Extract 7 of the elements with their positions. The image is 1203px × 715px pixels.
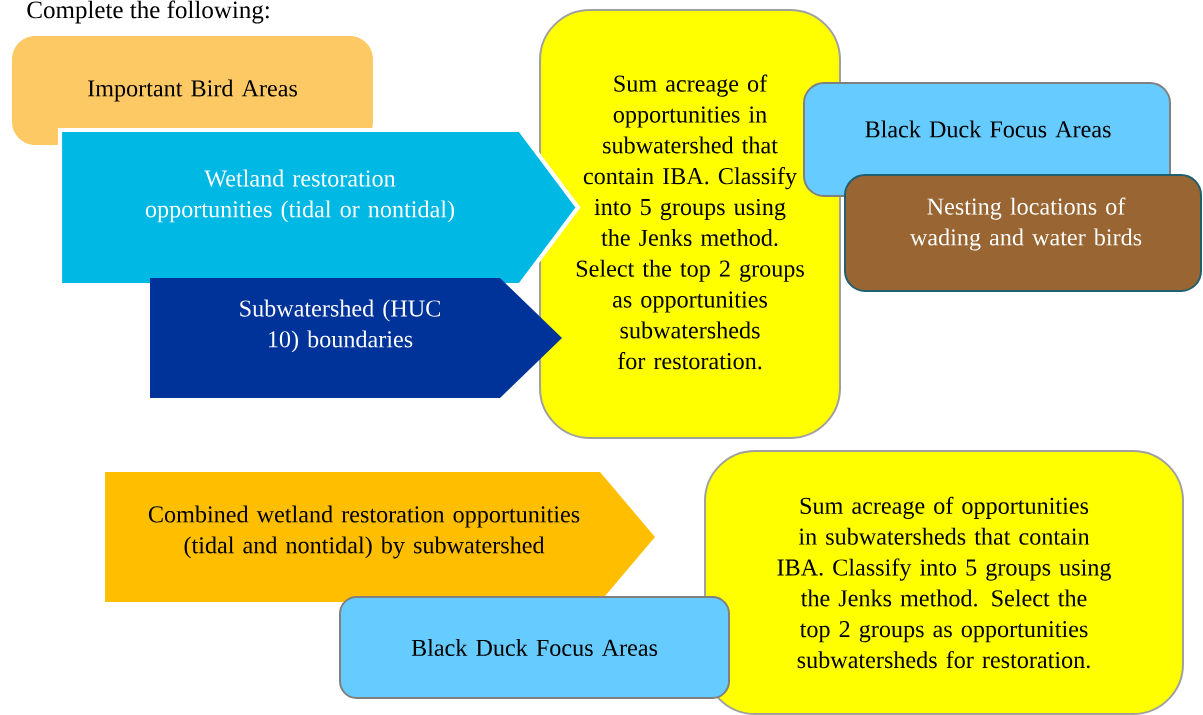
rounded-box: Black Duck Focus Areas [339,596,730,699]
pentagon-arrow-box: Combined wetland restoration opportunities (tidal and nontidal) by subwatershed [105,472,655,602]
heading: Complete the following: [27,0,269,24]
rounded-box: Sum acreage of opportunities in subwatershed that contain IBA. Classify into 5 groups using the Jenks method. Select the top 2 groups as opportunities subwatersheds for restoration. [539,9,841,439]
rounded-box: Sum acreage of opportunities in subwatersheds that contain IBA. Classify into 5 groups using the Jenks method. Select the top 2 groups as opportunities subwatersheds for restoration. [704,450,1184,715]
pentagon-arrow-box: Subwatershed (HUC 10) boundaries [150,278,562,398]
rounded-box: Nesting locations of wading and water birds [844,174,1202,292]
